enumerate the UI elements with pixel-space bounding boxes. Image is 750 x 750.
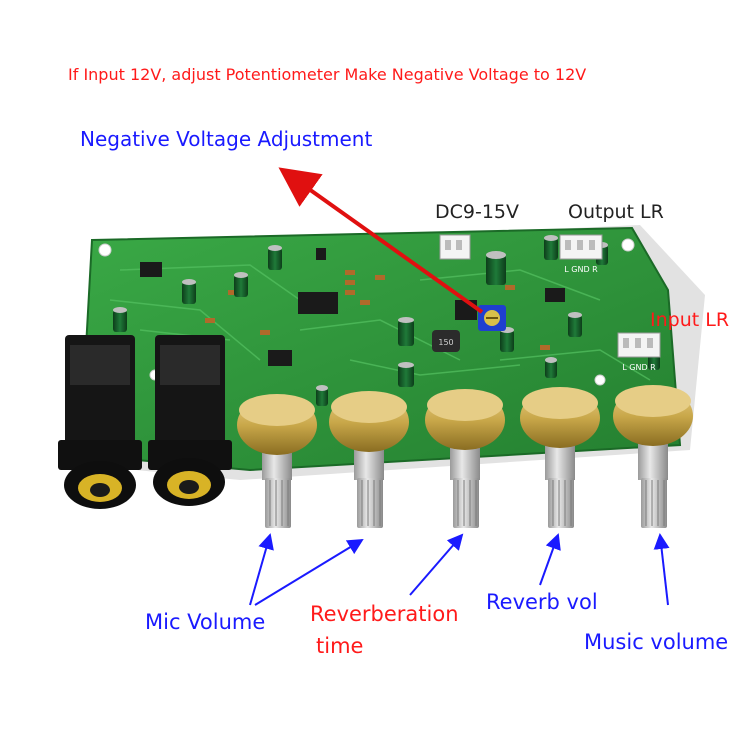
pot-knob-1 bbox=[237, 394, 317, 528]
inductor: 150 bbox=[432, 330, 460, 352]
svg-text:L GND R: L GND R bbox=[622, 363, 656, 372]
pointer-arrows bbox=[249, 533, 670, 606]
svg-text:L GND R: L GND R bbox=[564, 265, 598, 274]
mic-jack-right bbox=[148, 335, 232, 506]
trimmer-potentiometer bbox=[478, 305, 506, 331]
top-note: If Input 12V, adjust Potentiometer Make … bbox=[68, 65, 587, 84]
mic-volume-label: Mic Volume bbox=[145, 610, 266, 634]
output-lr-label: Output LR bbox=[568, 201, 664, 223]
pot-knob-2 bbox=[329, 391, 409, 528]
pot-knob-3 bbox=[425, 389, 505, 528]
mic-jack-left bbox=[58, 335, 142, 509]
output-connector: L GND R bbox=[559, 234, 603, 274]
smd-components bbox=[205, 270, 550, 350]
ic-chips bbox=[140, 248, 565, 366]
music-volume-label: Music volume bbox=[584, 630, 729, 654]
negative-voltage-arrow bbox=[278, 167, 484, 314]
pot-knob-5 bbox=[613, 385, 693, 528]
reverb-vol-label: Reverb vol bbox=[486, 590, 598, 614]
reverberation-time-line1: Reverberation bbox=[310, 602, 459, 626]
reverberation-time-line2: time bbox=[316, 634, 364, 658]
pot-knob-4 bbox=[520, 387, 600, 528]
power-connector bbox=[439, 234, 471, 260]
svg-text:150: 150 bbox=[438, 338, 453, 347]
negative-voltage-label: Negative Voltage Adjustment bbox=[80, 127, 373, 151]
dc-input-label: DC9-15V bbox=[435, 201, 520, 223]
input-connector: L GND R bbox=[617, 332, 661, 372]
input-lr-label: Input LR bbox=[650, 309, 730, 331]
